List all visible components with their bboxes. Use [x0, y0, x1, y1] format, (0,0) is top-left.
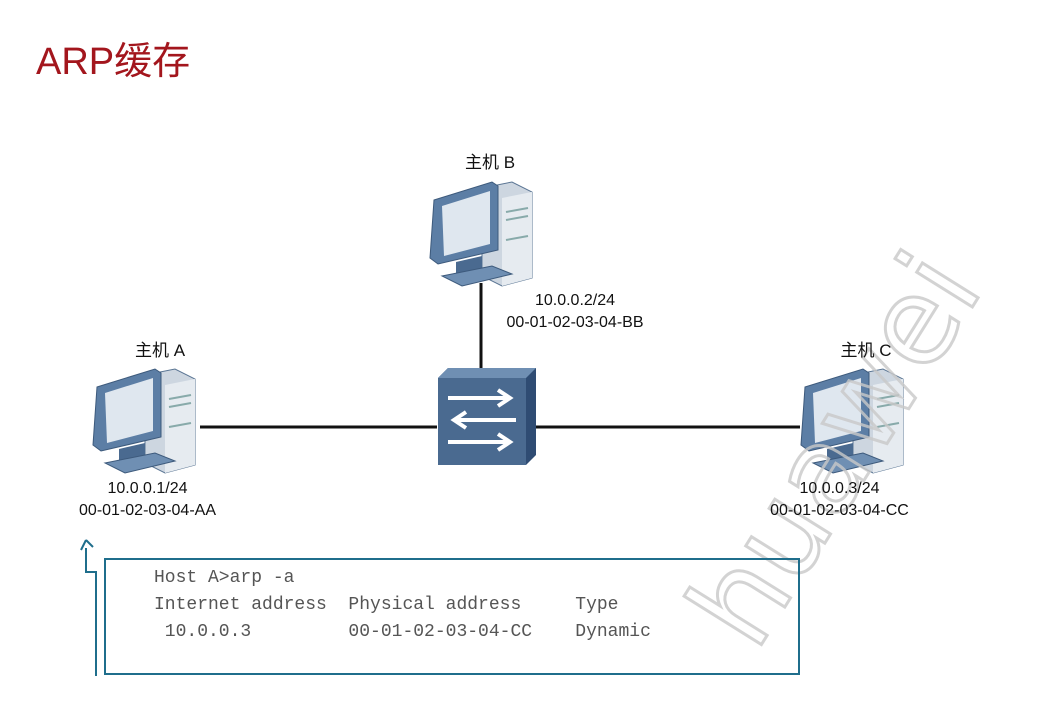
host-a-computer-icon: [92, 368, 196, 474]
arp-table-header: Internet address Physical address Type: [154, 595, 619, 615]
host-c-mac: 00-01-02-03-04-CC: [770, 502, 909, 519]
host-a-ip: 10.0.0.1/24: [107, 480, 188, 497]
host-b-computer-icon: [429, 181, 533, 287]
arp-command: Host A>arp -a: [154, 568, 295, 588]
host-b-ip: 10.0.0.2/24: [534, 292, 616, 309]
arp-table-box: Host A>arp -a Internet address Physical …: [104, 558, 800, 675]
host-a-mac: 00-01-02-03-04-AA: [79, 502, 216, 519]
arp-table-row: 10.0.0.3 00-01-02-03-04-CC Dynamic: [154, 622, 651, 642]
switch-icon: [438, 368, 536, 465]
host-c-address: 10.0.0.3/24 00-01-02-03-04-CC: [752, 478, 927, 522]
host-b-label: 主机 B: [464, 153, 516, 172]
host-c-ip: 10.0.0.3/24: [799, 480, 880, 497]
page-title: ARP缓存: [36, 41, 191, 83]
host-b-mac: 00-01-02-03-04-BB: [506, 314, 644, 331]
host-c-label: 主机 C: [840, 341, 892, 360]
host-b-address: 10.0.0.2/24 00-01-02-03-04-BB: [490, 290, 660, 334]
host-a-label: 主机 A: [134, 341, 186, 360]
arrow-icon: [85, 548, 97, 676]
host-a-address: 10.0.0.1/24 00-01-02-03-04-AA: [60, 478, 235, 522]
